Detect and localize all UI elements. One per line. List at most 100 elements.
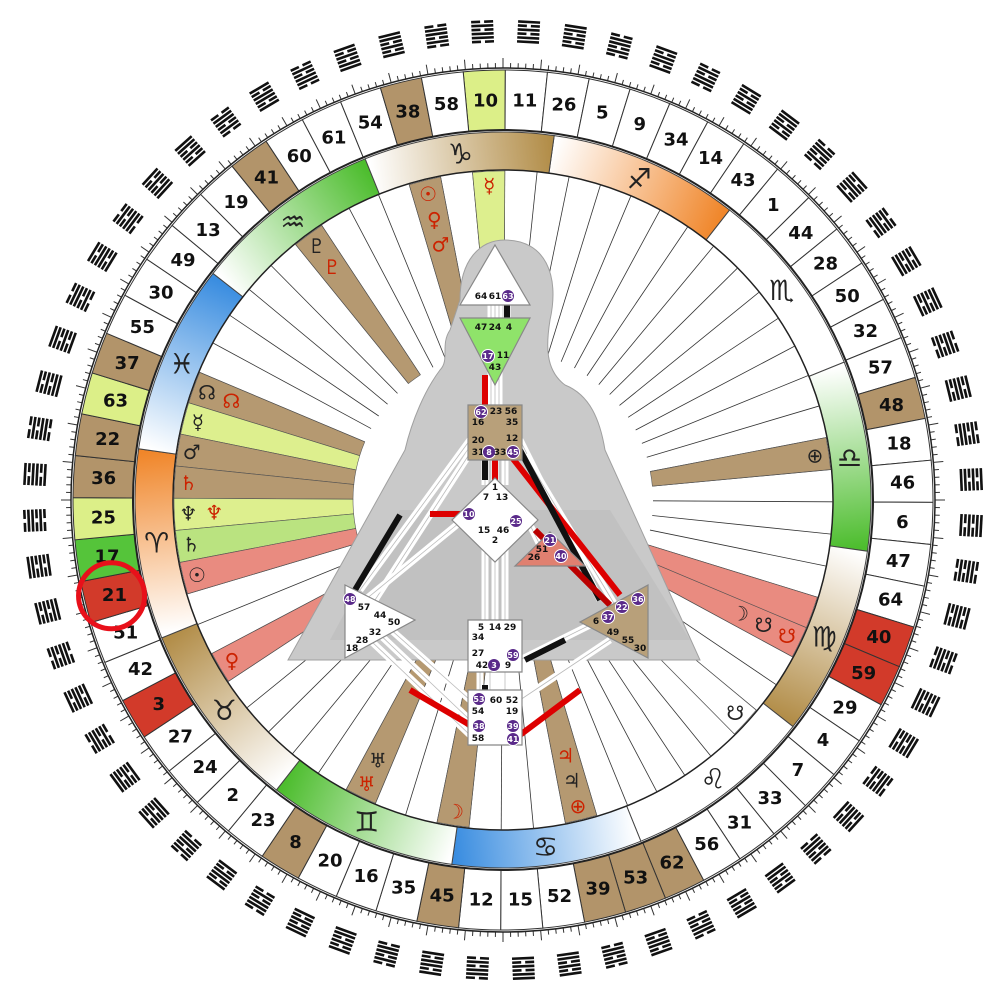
planet-icon: ☋ xyxy=(726,701,744,725)
hexagram-icon xyxy=(727,888,757,919)
degree-tick xyxy=(918,619,923,620)
hexagram-icon xyxy=(328,926,356,955)
degree-tick xyxy=(541,60,542,70)
gate-number: 28 xyxy=(813,253,838,274)
active-gate-number: 22 xyxy=(616,603,627,612)
center-gate-number: 46 xyxy=(497,526,510,536)
gate-number: 53 xyxy=(623,867,648,888)
gate-number: 64 xyxy=(878,589,903,610)
degree-tick xyxy=(102,683,111,687)
center-gate-number: 56 xyxy=(505,407,518,417)
gate-number: 36 xyxy=(91,468,116,489)
hexagram-icon xyxy=(833,801,865,832)
degree-tick xyxy=(88,349,97,352)
planet-icon: ☋ xyxy=(778,624,796,648)
planet-icon: ☉ xyxy=(188,563,206,587)
hexagram-icon xyxy=(686,910,715,940)
degree-tick xyxy=(933,545,938,546)
hexagram-icon xyxy=(65,282,95,312)
hexagram-icon xyxy=(804,139,835,171)
degree-tick xyxy=(658,903,660,908)
degree-tick xyxy=(121,288,125,290)
zodiac-sign-icon: ♑ xyxy=(448,138,473,171)
center-gate-number: 42 xyxy=(476,661,489,671)
degree-tick xyxy=(76,386,86,389)
center-gate-number: 19 xyxy=(506,707,519,717)
planet-icon: ☽ xyxy=(731,602,749,626)
active-gate-number: 38 xyxy=(473,722,485,731)
gate-number: 39 xyxy=(586,879,611,900)
gate-number: 4 xyxy=(817,730,830,751)
center-gate-number: 61 xyxy=(489,292,502,302)
active-gate-number: 36 xyxy=(632,595,644,604)
hexagram-icon xyxy=(954,421,979,446)
degree-tick xyxy=(719,874,724,883)
center-gate-number: 12 xyxy=(506,434,519,444)
degree-tick xyxy=(622,915,623,920)
planet-icon: ☿ xyxy=(192,410,204,434)
degree-tick xyxy=(920,386,930,389)
degree-tick xyxy=(651,85,654,94)
planet-icon: ☋ xyxy=(755,613,773,637)
degree-tick xyxy=(834,778,842,784)
zodiac-sign-icon: ♏ xyxy=(769,274,794,307)
degree-tick xyxy=(291,118,293,122)
active-gate-number: 3 xyxy=(491,661,497,670)
hexagram-icon xyxy=(800,833,831,865)
degree-tick xyxy=(615,917,618,927)
degree-tick xyxy=(920,612,930,615)
degree-tick xyxy=(933,461,943,462)
gate-number: 45 xyxy=(430,885,455,906)
degree-tick xyxy=(352,85,355,94)
center-gate-number: 52 xyxy=(506,696,519,706)
planet-icon: ♇ xyxy=(323,255,341,279)
degree-tick xyxy=(389,73,392,83)
gate-number: 9 xyxy=(634,114,647,135)
hexagram-icon xyxy=(249,81,279,112)
degree-tick xyxy=(909,349,918,352)
hexagram-icon xyxy=(943,603,970,630)
center-gate-number: 35 xyxy=(506,418,519,428)
planet-icon: ⊕ xyxy=(569,794,586,818)
hexagram-icon xyxy=(285,908,315,938)
gate-number: 38 xyxy=(395,101,420,122)
center-gate-number: 33 xyxy=(494,448,507,458)
center-gate-number: 23 xyxy=(490,407,503,417)
zodiac-sign-icon: ♊ xyxy=(354,805,379,838)
hexagram-icon xyxy=(562,24,587,50)
hexagram-icon xyxy=(769,109,800,140)
active-gate-number: 39 xyxy=(507,722,519,731)
center-gate-number: 57 xyxy=(358,603,371,613)
hexagram-icon xyxy=(290,60,319,90)
hexagram-icon xyxy=(731,84,762,115)
degree-tick xyxy=(877,279,886,284)
center-gate-number: 49 xyxy=(607,628,620,638)
planet-icon: ♅ xyxy=(369,749,387,773)
hexagram-icon xyxy=(378,31,405,58)
hexagram-icon xyxy=(512,956,535,980)
planet-icon: ♃ xyxy=(557,743,575,767)
degree-tick xyxy=(686,99,690,108)
degree-tick xyxy=(808,805,815,812)
gate-number: 34 xyxy=(663,129,688,150)
degree-tick xyxy=(848,237,852,240)
degree-tick xyxy=(120,279,129,284)
zodiac-sign-icon: ♎ xyxy=(837,441,862,474)
hexagram-icon xyxy=(23,463,47,486)
degree-tick xyxy=(933,538,943,539)
planet-icon: ♃ xyxy=(563,769,581,793)
center-gate-number: 6 xyxy=(593,617,599,627)
gate-number: 21 xyxy=(102,585,127,606)
degree-tick xyxy=(686,892,690,901)
gate-number: 23 xyxy=(250,810,275,831)
hexagram-icon xyxy=(63,683,93,712)
active-gate-number: 53 xyxy=(473,695,484,704)
degree-tick xyxy=(719,117,724,126)
degree-tick xyxy=(578,65,580,75)
degree-tick xyxy=(249,854,255,862)
center-gate-number: 29 xyxy=(504,623,517,633)
gate-number: 44 xyxy=(788,223,813,244)
hexagram-icon xyxy=(862,766,893,797)
degree-tick xyxy=(848,760,852,763)
gate-number: 3 xyxy=(153,694,166,715)
